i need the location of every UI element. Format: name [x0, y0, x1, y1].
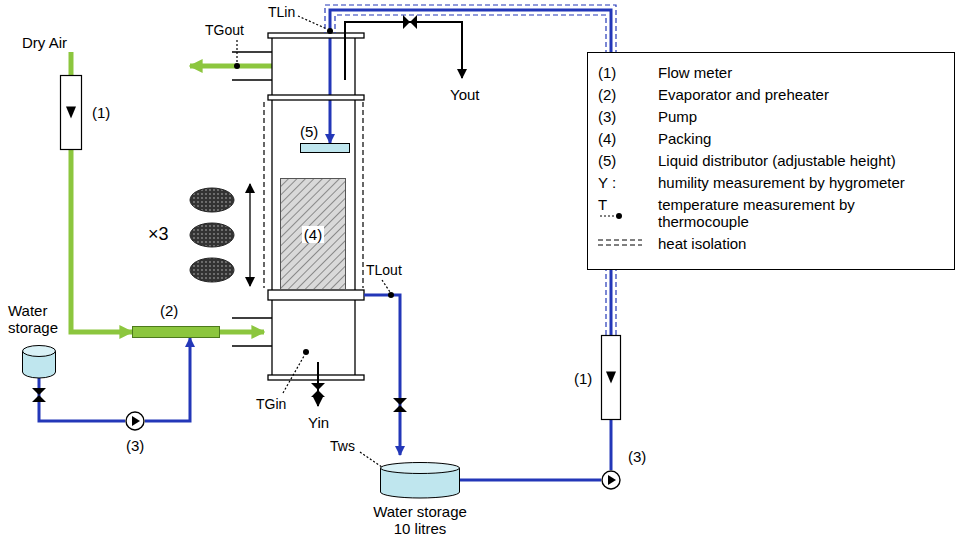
pump-symbol: (3) — [125, 411, 145, 431]
liquid-distributor: (5) — [300, 143, 350, 153]
measurement-label: Dry Air — [22, 34, 67, 51]
thermocouple-symbol — [598, 213, 624, 221]
water-tank: Water storage — [22, 345, 56, 378]
node-label: Water storage — [8, 302, 70, 336]
flow-meter-outline — [601, 335, 621, 420]
thermocouple-dot — [234, 28, 398, 479]
liquid-outlet — [364, 295, 407, 455]
legend-row: heat isolation — [598, 235, 944, 254]
legend-key: (3) — [598, 108, 658, 125]
measurement-label: TGout — [205, 22, 244, 39]
legend-key — [598, 235, 658, 254]
legend-text: humility measurement by hygrometer — [658, 174, 928, 191]
legend-key: (1) — [598, 64, 658, 81]
legend-key: Y : — [598, 174, 658, 191]
water-tank: Water storage 10 litres — [380, 462, 460, 498]
water-pipe — [145, 338, 190, 421]
node-label: (1) — [92, 104, 110, 121]
legend-text: Flow meter — [658, 64, 928, 81]
flow-meter: (1) — [60, 75, 82, 150]
packing-bed: (4) — [280, 178, 346, 290]
evaporator-bar-outline — [132, 326, 220, 338]
legend-row: Y : humility measurement by hygrometer — [598, 174, 944, 191]
air-pipe — [71, 52, 272, 332]
legend-row: (1) Flow meter — [598, 64, 944, 81]
legend-key: (2) — [598, 86, 658, 103]
legend-row: (3) Pump — [598, 108, 944, 125]
node-label: (1) — [574, 370, 592, 387]
water-tank-outline — [380, 462, 460, 498]
legend-box: (1) Flow meter (2) Evaporator and preheater… — [587, 52, 955, 270]
evaporator-bar: (2) — [132, 326, 220, 338]
pump-symbol: (3) — [601, 470, 621, 490]
column — [232, 33, 364, 380]
water-pipe — [330, 10, 611, 335]
water-pipe — [460, 479, 601, 482]
node-label: (3) — [126, 437, 144, 454]
flow-meter-outline — [60, 75, 82, 150]
callout-number: (5) — [598, 152, 616, 169]
legend-row: (2) Evaporator and preheater — [598, 86, 944, 103]
legend-text: temperature measurement by thermocouple — [658, 196, 928, 230]
legend-text: Pump — [658, 108, 928, 125]
node-label: (4) — [302, 226, 324, 243]
heat-isolation — [264, 5, 616, 335]
liquid-distributor-outline — [300, 143, 350, 153]
measurement-label: TLin — [268, 4, 295, 21]
node-label: (3) — [628, 448, 646, 465]
legend-text: Liquid distributor (adjustable height) — [658, 152, 928, 169]
water-pipe — [610, 420, 613, 470]
callout-number: Y : — [598, 174, 616, 191]
pump-symbol-outline — [125, 411, 145, 431]
callout-number: (2) — [598, 86, 616, 103]
measurement-label: Yin — [308, 414, 329, 431]
legend-key: (5) — [598, 152, 658, 169]
pump-symbol-outline — [601, 470, 621, 490]
callout-number: (1) — [598, 64, 616, 81]
legend-text: Packing — [658, 130, 928, 147]
thermocouple-leaders — [237, 16, 392, 474]
legend-text: heat isolation — [658, 235, 928, 254]
water-pipe — [39, 378, 125, 421]
legend-row: (5) Liquid distributor (adjustable height… — [598, 152, 944, 169]
callout-number: (4) — [598, 130, 616, 147]
callout-number: T — [598, 196, 607, 213]
measurement-label: TLout — [366, 262, 402, 279]
measurement-label: Yout — [450, 86, 479, 103]
node-label: (5) — [300, 123, 318, 140]
callout-number: (3) — [598, 108, 616, 125]
valve-symbol — [32, 388, 46, 402]
legend-text: Evaporator and preheater — [658, 86, 928, 103]
legend-key: (4) — [598, 130, 658, 147]
legend-row: Ttemperature measurement by thermocouple — [598, 196, 944, 230]
measurement-label: Tws — [330, 438, 355, 455]
water-tank-outline — [22, 345, 56, 378]
legend-key: T — [598, 196, 658, 230]
multiplier-label: ×3 — [148, 226, 169, 243]
node-label: (2) — [160, 302, 178, 319]
node-label: Water storage 10 litres — [368, 503, 472, 537]
flow-meter: (1) — [601, 335, 621, 420]
legend-row: (4) Packing — [598, 130, 944, 147]
air-pipe — [71, 150, 132, 332]
measurement-label: TGin — [256, 396, 286, 413]
packing-elements — [190, 184, 250, 286]
isolation-line-sample — [598, 235, 642, 251]
